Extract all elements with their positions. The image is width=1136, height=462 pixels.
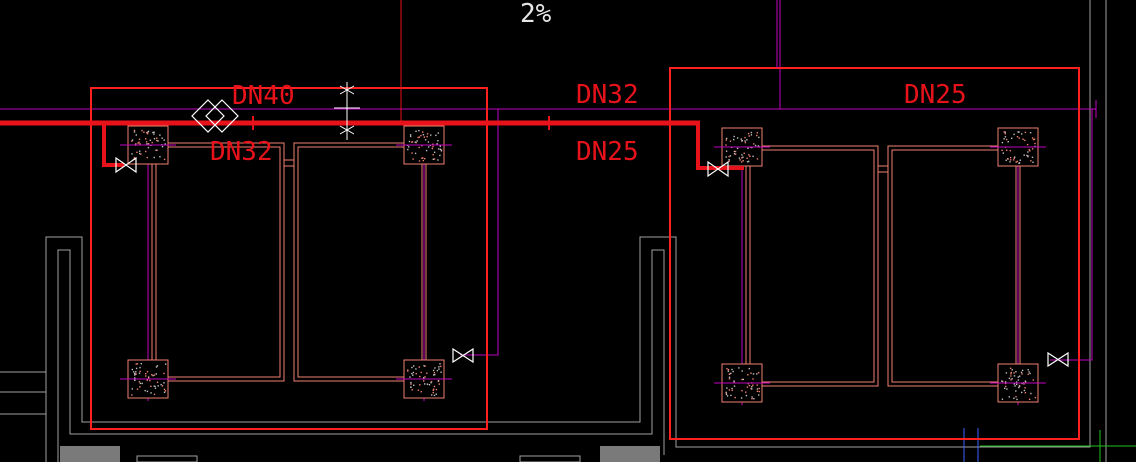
valve-icons[interactable] — [115, 156, 1069, 368]
left-enclosure[interactable] — [90, 87, 488, 430]
dimension-mark — [334, 82, 360, 140]
label-dn25-mid: DN25 — [576, 137, 639, 167]
support-pads — [120, 125, 1046, 403]
slope-label: 2% — [520, 0, 552, 29]
left-tanks[interactable] — [151, 142, 427, 382]
label-dn40: DN40 — [232, 81, 295, 111]
label-dn25-right: DN25 — [904, 80, 967, 110]
blue-pipe-risers — [963, 428, 979, 462]
green-guides — [980, 430, 1136, 462]
main-pipe — [0, 116, 744, 170]
floor-slab — [60, 446, 660, 462]
magenta-lines — [0, 0, 1097, 405]
diamond-fittings — [191, 99, 239, 133]
wall-outlines — [0, 0, 1107, 462]
label-dn32-left: DN32 — [210, 137, 273, 167]
label-dn32-mid: DN32 — [576, 80, 639, 110]
right-tanks[interactable] — [745, 145, 1021, 387]
right-enclosure[interactable] — [669, 67, 1080, 440]
